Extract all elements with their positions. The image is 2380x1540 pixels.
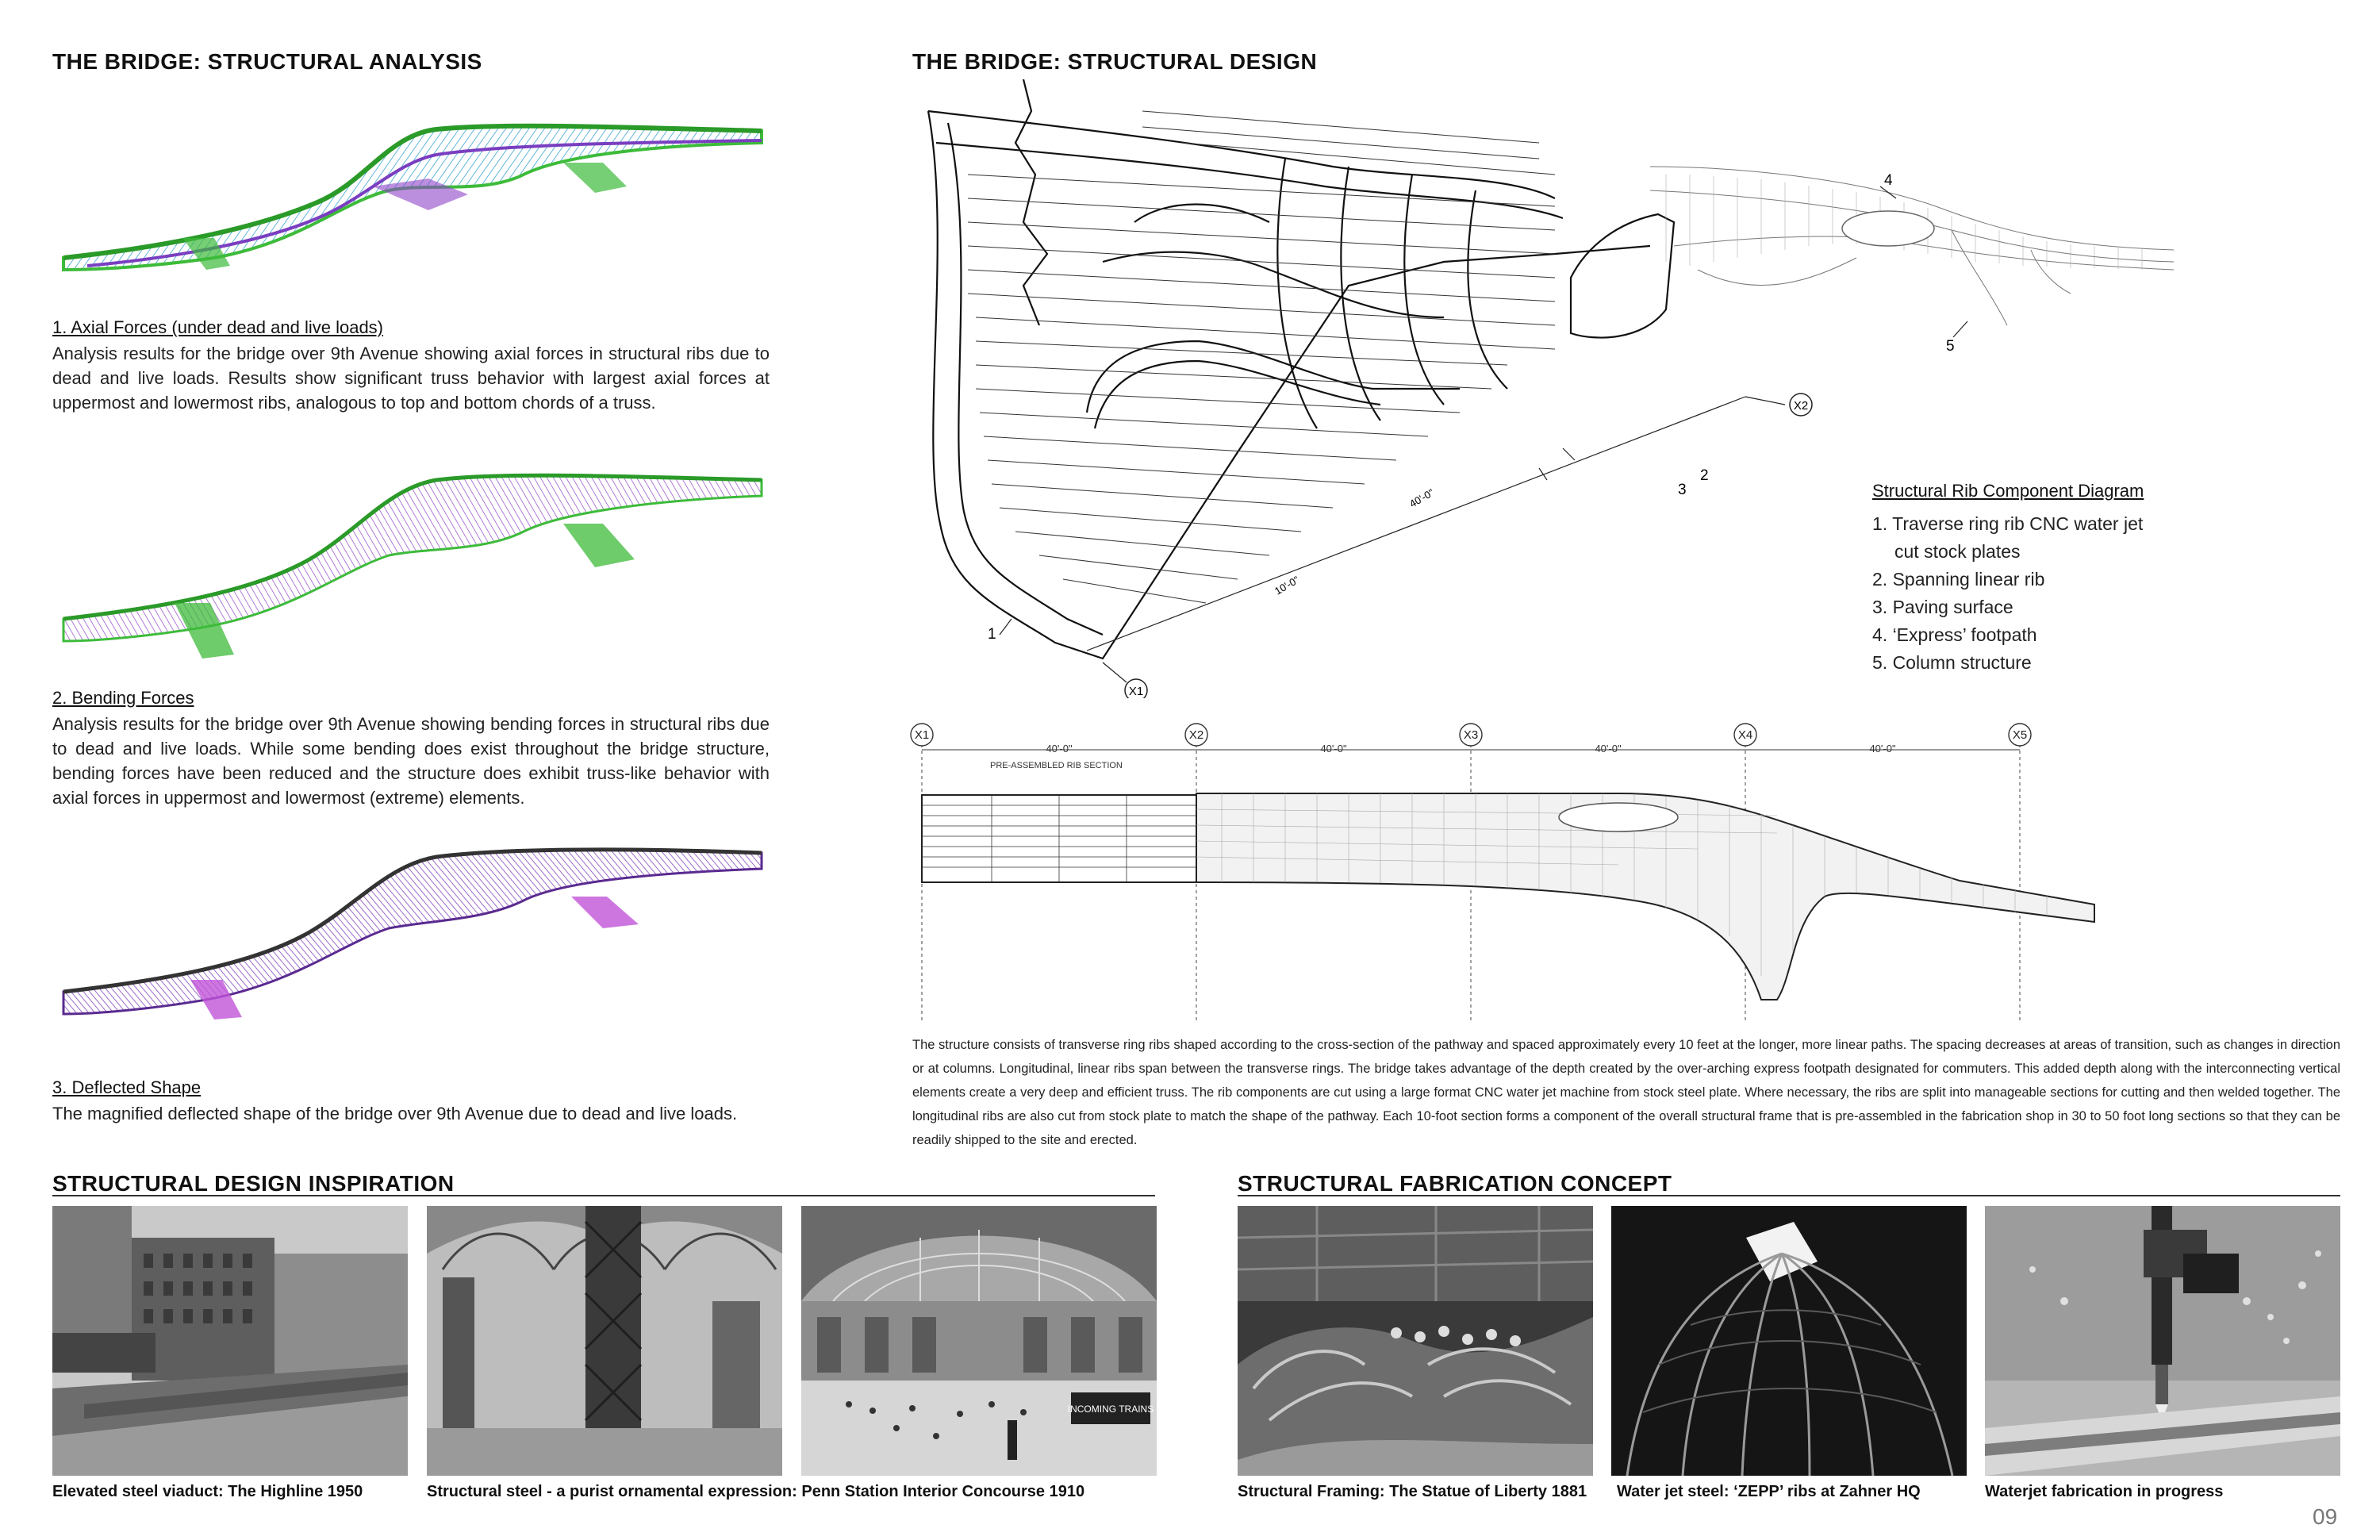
legend-item: 2. Spanning linear rib — [1872, 569, 2045, 590]
zepp-ribs-photo — [1611, 1206, 1967, 1476]
grid-x2: X2 — [1189, 728, 1203, 742]
legend-item: 3. Paving surface — [1872, 597, 2013, 617]
span-3: 40'-0" — [1595, 743, 1622, 755]
pre-assembled-note: PRE-ASSEMBLED RIB SECTION — [990, 761, 1123, 770]
incoming-trains-sign: INCOMING TRAINS — [1068, 1404, 1154, 1415]
legend-item: 1. Traverse ring rib CNC water jet — [1872, 513, 2144, 534]
zepp-ribs-caption: Water jet steel: ‘ZEPP’ ribs at Zahner H… — [1617, 1483, 1921, 1500]
highline-caption: Elevated steel viaduct: The Highline 195… — [52, 1483, 363, 1500]
waterjet-photo — [1985, 1206, 2340, 1476]
legend-item: cut stock plates — [1894, 541, 2021, 562]
grid-x3: X3 — [1464, 728, 1478, 742]
axial-heading: 1. Axial Forces (under dead and live loa… — [52, 317, 384, 337]
inspiration-title: STRUCTURAL DESIGN INSPIRATION — [52, 1171, 455, 1196]
grid-x1: X1 — [915, 728, 929, 742]
statue-of-liberty-caption: Structural Framing: The Statue of Libert… — [1238, 1483, 1587, 1500]
legend-item: 4. ‘Express’ footpath — [1872, 624, 2037, 645]
inspiration-rule — [52, 1195, 1155, 1196]
rib-legend-list: 1. Traverse ring rib CNC water jet cut s… — [1872, 510, 2143, 677]
penn-station-photo-2: INCOMING TRAINS — [801, 1206, 1157, 1476]
bending-body: Analysis results for the bridge over 9th… — [52, 714, 770, 808]
callout-x2: X2 — [1794, 399, 1808, 413]
structure-description: The structure consists of transverse rin… — [912, 1038, 2340, 1147]
penn-station-photo-1 — [427, 1206, 782, 1476]
legend-item: 5. Column structure — [1872, 652, 2032, 673]
penn-station-caption: Structural steel - a purist ornamental e… — [427, 1483, 1085, 1500]
axial-body: Analysis results for the bridge over 9th… — [52, 344, 770, 413]
callout-4: 4 — [1884, 172, 1893, 189]
fabrication-rule — [1238, 1195, 2340, 1196]
callout-1: 1 — [988, 626, 996, 643]
deflected-shape-render — [62, 847, 763, 1020]
design-title: THE BRIDGE: STRUCTURAL DESIGN — [912, 49, 1318, 74]
axial-forces-render — [62, 123, 763, 272]
structural-rib-diagram: X2 X1 4 5 2 3 1 40'-0" 10'-0" — [927, 79, 2174, 698]
callout-2: 2 — [1700, 467, 1709, 484]
grid-x5: X5 — [2013, 728, 2027, 742]
callout-3: 3 — [1678, 482, 1687, 498]
span-1: 40'-0" — [1046, 743, 1073, 755]
page-number: 09 — [2313, 1504, 2338, 1529]
rib-legend-heading: Structural Rib Component Diagram — [1872, 481, 2144, 501]
fabrication-title: STRUCTURAL FABRICATION CONCEPT — [1238, 1171, 1672, 1196]
span-4: 40'-0" — [1869, 743, 1896, 755]
waterjet-caption: Waterjet fabrication in progress — [1985, 1483, 2224, 1500]
statue-of-liberty-framing-photo — [1238, 1206, 1593, 1476]
callout-5: 5 — [1946, 338, 1955, 355]
deflected-body: The magnified deflected shape of the bri… — [52, 1104, 738, 1123]
deflected-heading: 3. Deflected Shape — [52, 1077, 202, 1097]
grid-x4: X4 — [1738, 728, 1752, 742]
bridge-elevation: X1 X2 X3 X4 X5 40'-0" 40'-0" 40'-0" 40'-… — [910, 723, 2095, 1023]
dim-40ft: 40'-0" — [1407, 486, 1437, 510]
bending-forces-render — [62, 473, 763, 659]
span-2: 40'-0" — [1320, 743, 1347, 755]
highline-photo — [52, 1206, 408, 1476]
callout-x1: X1 — [1129, 685, 1143, 698]
bending-heading: 2. Bending Forces — [52, 688, 194, 708]
analysis-title: THE BRIDGE: STRUCTURAL ANALYSIS — [52, 49, 482, 74]
